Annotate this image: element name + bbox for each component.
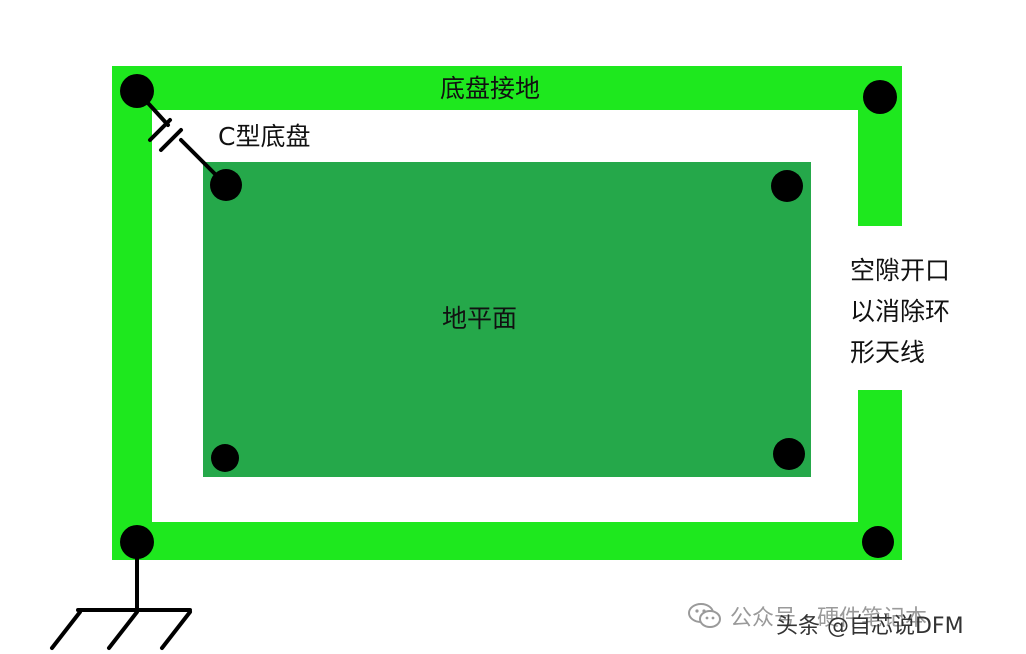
ground-plane [203,162,811,477]
via-chassis-bottom-right [862,526,894,558]
watermark-credit: 头条 @自芯说DFM [776,614,964,639]
gap-note-line-3: 形天线 [850,338,926,367]
via-plane-top-left [210,169,242,201]
watermark: 公众号 · 硬件笔记本 头条 @自芯说DFM [688,596,964,639]
c-type-chassis-label: C型底盘 [218,122,311,151]
via-chassis-top-left [120,74,154,108]
via-chassis-top-right [863,80,897,114]
wechat-icon [688,603,721,628]
via-plane-bottom-left [211,444,239,472]
watermark-source: 公众号 · 硬件笔记本 [730,606,927,631]
via-plane-bottom-right [773,438,805,470]
gap-note-line-2: 以消除环 [850,297,951,326]
ground-plane-label: 地平面 [442,304,518,333]
gap-note-line-1: 空隙开口 [850,256,951,285]
via-plane-top-right [771,170,803,202]
chassis-ground-label: 底盘接地 [440,74,541,103]
earth-ground-symbol [50,540,192,650]
gap-opening-note: 空隙开口 以消除环 形天线 [850,250,950,373]
